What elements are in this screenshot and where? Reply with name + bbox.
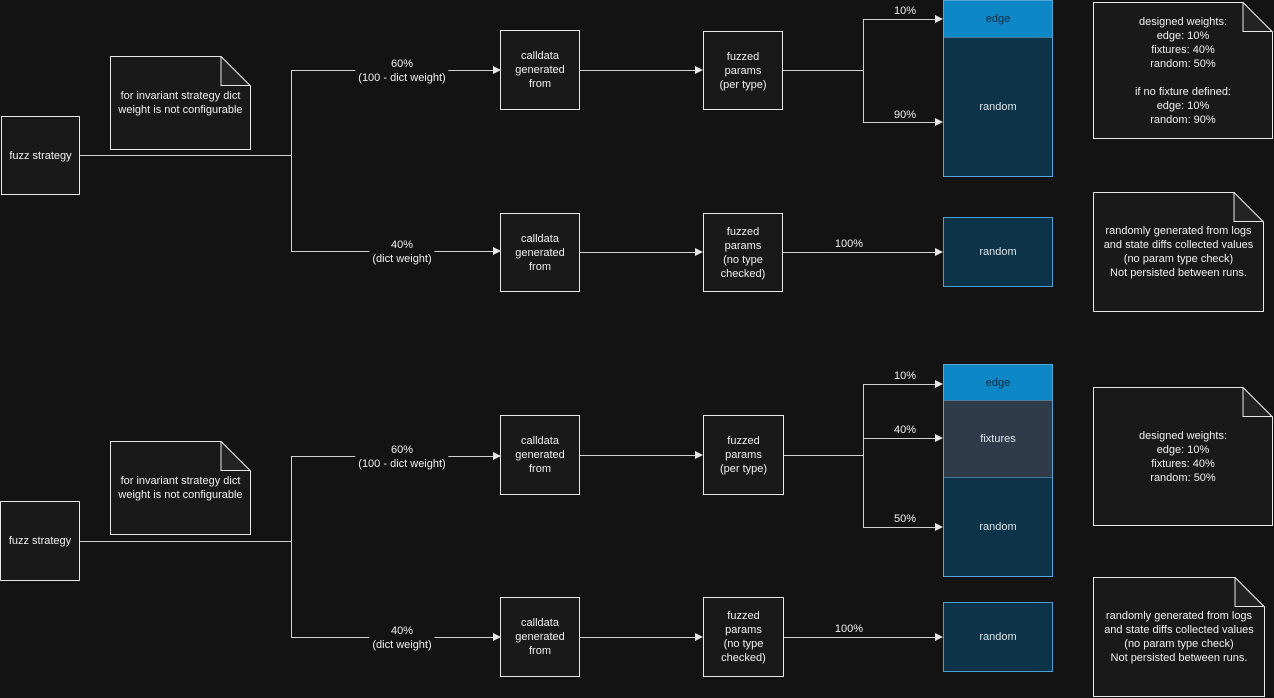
stack-segment-random: random (944, 37, 1052, 176)
note-shape (110, 56, 251, 150)
arrowhead-icon (493, 633, 501, 641)
edge-label-100pct: 100% (831, 237, 867, 251)
stack-edge-random: edge random (943, 0, 1053, 177)
note-designed-weights-text: designed weights: edge: 10% fixtures: 40… (1138, 429, 1228, 484)
connector-line (863, 527, 936, 528)
note-randomly-generated-text: randomly generated from logs and state d… (1104, 610, 1254, 664)
edge-label-40pct: 40% (dict weight) (369, 624, 435, 652)
node-calldata-generated-from: calldata generated from (500, 30, 580, 110)
note-shape (1093, 387, 1273, 526)
arrowhead-icon (935, 248, 943, 256)
edge-label-60pct: 60% (100 - dict weight) (355, 443, 449, 471)
connector-line (863, 19, 936, 20)
connector-line (80, 541, 291, 542)
connector-line (863, 19, 864, 123)
stack-segment-edge: edge (944, 365, 1052, 400)
arrowhead-icon (695, 451, 703, 459)
connector-line (863, 384, 864, 528)
connector-line (783, 252, 936, 253)
connector-line (580, 637, 696, 638)
connector-line (863, 122, 936, 123)
connector-line (863, 438, 936, 439)
arrowhead-icon (935, 15, 943, 23)
arrowhead-icon (935, 523, 943, 531)
note-dict-weight: for invariant strategy dict weight is no… (110, 56, 251, 150)
note-dict-weight: for invariant strategy dict weight is no… (110, 441, 251, 535)
node-fuzzed-params-per-type: fuzzed params (per type) (703, 415, 784, 495)
node-random: random (943, 602, 1053, 672)
node-calldata-generated-from: calldata generated from (500, 415, 580, 495)
edge-label-40pct: 40% (890, 423, 920, 437)
edge-label-10pct: 10% (890, 4, 920, 18)
arrowhead-icon (493, 247, 501, 255)
edge-label-90pct: 90% (890, 108, 920, 122)
node-fuzzed-params-per-type: fuzzed params (per type) (703, 31, 783, 110)
connector-line (291, 70, 292, 251)
connector-line (580, 455, 696, 456)
arrowhead-icon (493, 452, 501, 460)
note-randomly-generated: randomly generated from logs and state d… (1093, 577, 1265, 697)
edge-label-100pct: 100% (831, 622, 867, 636)
arrowhead-icon (935, 633, 943, 641)
note-designed-weights: designed weights: edge: 10% fixtures: 40… (1093, 2, 1273, 139)
connector-line (291, 456, 292, 637)
connector-line (784, 637, 936, 638)
stack-segment-edge: edge (944, 1, 1052, 37)
note-shape (1093, 577, 1265, 697)
note-shape (110, 441, 251, 535)
connector-line (80, 155, 291, 156)
stack-segment-random: random (944, 477, 1052, 576)
node-fuzzed-params-no-type: fuzzed params (no type checked) (703, 213, 783, 292)
edge-label-40pct: 40% (dict weight) (369, 238, 435, 266)
connector-line (783, 70, 863, 71)
arrowhead-icon (493, 66, 501, 74)
note-shape (1093, 192, 1264, 312)
note-designed-weights-text: designed weights: edge: 10% fixtures: 40… (1134, 15, 1231, 126)
arrowhead-icon (695, 248, 703, 256)
node-random: random (943, 217, 1053, 287)
arrowhead-icon (695, 66, 703, 74)
connector-line (580, 70, 696, 71)
note-randomly-generated: randomly generated from logs and state d… (1093, 192, 1264, 312)
edge-label-50pct: 50% (890, 512, 920, 526)
arrowhead-icon (935, 118, 943, 126)
arrowhead-icon (935, 434, 943, 442)
node-fuzzed-params-no-type: fuzzed params (no type checked) (703, 597, 784, 677)
connector-line (784, 455, 863, 456)
note-shape (1093, 2, 1273, 139)
node-calldata-generated-from: calldata generated from (500, 597, 580, 677)
connector-line (580, 252, 696, 253)
connector-line (863, 384, 936, 385)
stack-edge-fixtures-random: edge fixtures random (943, 364, 1053, 577)
stack-segment-fixtures: fixtures (944, 400, 1052, 477)
node-calldata-generated-from: calldata generated from (500, 213, 580, 292)
note-dict-weight-text: for invariant strategy dict weight is no… (118, 475, 243, 501)
arrowhead-icon (935, 380, 943, 388)
note-randomly-generated-text: randomly generated from logs and state d… (1103, 225, 1254, 279)
note-designed-weights: designed weights: edge: 10% fixtures: 40… (1093, 387, 1273, 526)
arrowhead-icon (695, 633, 703, 641)
note-dict-weight-text: for invariant strategy dict weight is no… (118, 90, 243, 116)
node-fuzz-strategy: fuzz strategy (0, 501, 80, 581)
edge-label-60pct: 60% (100 - dict weight) (355, 57, 449, 85)
edge-label-10pct: 10% (890, 369, 920, 383)
node-fuzz-strategy: fuzz strategy (1, 116, 80, 195)
